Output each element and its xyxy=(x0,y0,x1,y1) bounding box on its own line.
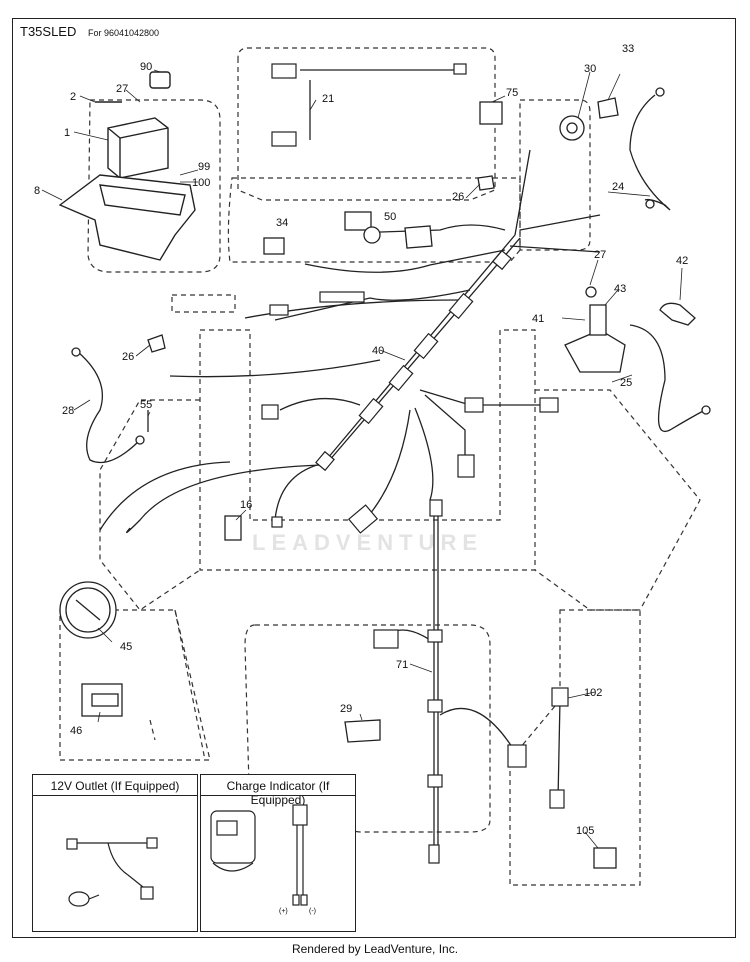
inset-12v-outlet: 12V Outlet (If Equipped) xyxy=(32,774,198,932)
callout-26-right: 26 xyxy=(452,191,464,203)
diagram-frame xyxy=(12,18,736,938)
callout-50: 50 xyxy=(384,211,396,223)
rear-right-outline xyxy=(509,609,641,886)
callout-29: 29 xyxy=(340,703,352,715)
terminal-boot xyxy=(659,302,696,326)
callout-26-left: 26 xyxy=(122,351,134,363)
footer-credit: Rendered by LeadVenture, Inc. xyxy=(291,942,459,956)
minus-terminal-label: (-) xyxy=(309,908,316,915)
fender-seam xyxy=(174,609,206,761)
callout-100: 100 xyxy=(192,177,210,189)
seat-outline xyxy=(244,624,491,833)
dash-outline xyxy=(199,329,536,571)
callout-105: 105 xyxy=(576,825,594,837)
callout-99: 99 xyxy=(198,161,210,173)
callout-2: 2 xyxy=(70,91,76,103)
callout-46: 46 xyxy=(70,725,82,737)
connector-16 xyxy=(224,515,242,541)
callout-42: 42 xyxy=(676,255,688,267)
charge-indicator-drawing: (+) (-) xyxy=(210,804,316,915)
callout-41: 41 xyxy=(532,313,544,325)
serial-note: For 96041042800 xyxy=(88,28,160,38)
diagram-header: T35SLED For 96041042800 xyxy=(20,24,159,39)
callout-34: 34 xyxy=(276,217,288,229)
callout-75: 75 xyxy=(506,87,518,99)
callout-8: 8 xyxy=(34,185,40,197)
ignition-area-outline xyxy=(519,99,591,251)
frame-outline xyxy=(227,177,521,263)
callout-27-solenoid: 27 xyxy=(594,249,606,261)
chassis-outlines xyxy=(59,47,701,886)
connector-outline xyxy=(171,294,236,313)
callout-25: 25 xyxy=(620,377,632,389)
callout-45: 45 xyxy=(120,641,132,653)
callout-43: 43 xyxy=(614,283,626,295)
switch-34 xyxy=(263,237,285,255)
model-number: T35SLED xyxy=(20,24,77,39)
right-fender-outline xyxy=(534,389,701,611)
callout-33: 33 xyxy=(622,43,634,55)
callout-55: 55 xyxy=(140,399,152,411)
battery-cable-25 xyxy=(629,324,706,433)
inset-12v-outlet-title: 12V Outlet (If Equipped) xyxy=(50,779,180,793)
harness-connectors xyxy=(261,63,569,864)
callout-27-battery: 27 xyxy=(116,83,128,95)
callout-28: 28 xyxy=(62,405,74,417)
battery-group xyxy=(58,71,196,261)
battery-cable-28 xyxy=(77,351,141,464)
callout-1: 1 xyxy=(64,127,70,139)
callout-24: 24 xyxy=(612,181,624,193)
watermark: LEADVENTURE xyxy=(252,530,484,555)
callout-102: 102 xyxy=(584,687,602,699)
key xyxy=(597,97,619,119)
battery-area-outline xyxy=(87,99,221,273)
leader-lines xyxy=(41,69,683,849)
outlet-drawing xyxy=(66,837,158,907)
callout-16: 16 xyxy=(240,499,252,511)
components xyxy=(59,87,711,869)
relay xyxy=(479,101,503,125)
callout-90: 90 xyxy=(140,61,152,73)
switch-50 xyxy=(344,211,372,231)
callout-21: 21 xyxy=(322,93,334,105)
callout-71: 71 xyxy=(396,659,408,671)
starter-solenoid xyxy=(564,329,626,373)
callout-40: 40 xyxy=(372,345,384,357)
fender-seam-short xyxy=(149,719,156,741)
callout-30: 30 xyxy=(584,63,596,75)
battery-cable-24 xyxy=(629,94,671,211)
rear-left-outline xyxy=(59,609,211,761)
inset-charge-indicator-title: Charge Indicator (If Equipped) xyxy=(226,779,330,807)
sensor-105 xyxy=(593,847,617,869)
switch-29 xyxy=(344,719,381,743)
terminal-cover-90 xyxy=(149,71,171,89)
left-fender-outline xyxy=(99,399,201,611)
inset-charge-indicator: Charge Indicator (If Equipped) (+) (-) xyxy=(200,774,356,932)
hood-outline xyxy=(237,47,496,201)
battery xyxy=(107,117,169,179)
plus-terminal-label: (+) xyxy=(279,908,288,915)
